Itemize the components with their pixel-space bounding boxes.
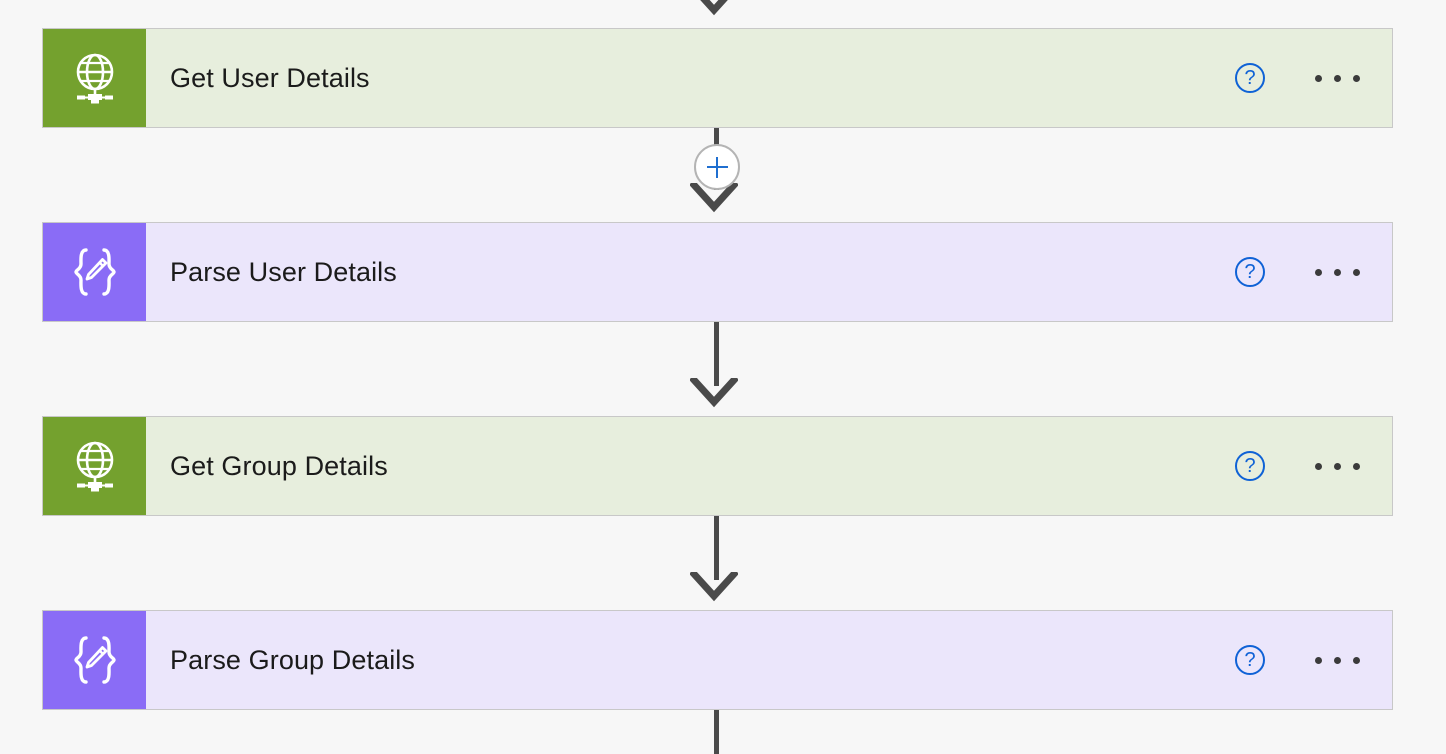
ellipsis-menu-icon[interactable] <box>1313 263 1362 282</box>
globe-http-icon <box>43 417 146 515</box>
connector-line <box>714 322 719 386</box>
plus-icon <box>715 156 719 178</box>
action-card-controls: ? <box>1235 29 1392 127</box>
ellipsis-dot <box>1315 268 1322 276</box>
ellipsis-menu-icon[interactable] <box>1313 69 1362 88</box>
ellipsis-menu-icon[interactable] <box>1313 457 1362 476</box>
ellipsis-dot <box>1334 656 1341 664</box>
help-question-icon[interactable]: ? <box>1235 451 1265 481</box>
action-card-title: Get Group Details <box>170 450 388 481</box>
parse-json-braces-pencil-icon <box>43 611 146 709</box>
parse-json-braces-pencil-icon <box>43 223 146 321</box>
ellipsis-dot <box>1353 268 1360 276</box>
ellipsis-dot <box>1315 656 1322 664</box>
help-question-icon[interactable]: ? <box>1235 63 1265 93</box>
action-card-parse-user-details[interactable]: Parse User Details ? <box>42 222 1393 322</box>
connector-line <box>714 516 719 580</box>
ellipsis-dot <box>1315 462 1322 470</box>
action-card-controls: ? <box>1235 223 1392 321</box>
action-card-get-group-details[interactable]: Get Group Details ? <box>42 416 1393 516</box>
add-step-button[interactable] <box>694 144 740 190</box>
connector-line <box>714 128 719 190</box>
ellipsis-dot <box>1315 74 1322 82</box>
ellipsis-dot <box>1353 74 1360 82</box>
action-card-parse-group-details[interactable]: Parse Group Details ? <box>42 610 1393 710</box>
ellipsis-dot <box>1353 656 1360 664</box>
action-card-title: Get User Details <box>170 62 370 93</box>
action-card-title: Parse Group Details <box>170 644 416 675</box>
help-question-icon[interactable]: ? <box>1235 257 1265 287</box>
ellipsis-dot <box>1334 268 1341 276</box>
action-card-controls: ? <box>1235 417 1392 515</box>
plus-icon <box>706 165 728 169</box>
ellipsis-dot <box>1334 462 1341 470</box>
connector-line <box>714 710 719 754</box>
action-card-controls: ? <box>1235 611 1392 709</box>
action-card-get-user-details[interactable]: Get User Details ? <box>42 28 1393 128</box>
ellipsis-dot <box>1334 74 1341 82</box>
ellipsis-dot <box>1353 462 1360 470</box>
ellipsis-menu-icon[interactable] <box>1313 651 1362 670</box>
globe-http-icon <box>43 29 146 127</box>
action-card-title: Parse User Details <box>170 256 397 287</box>
help-question-icon[interactable]: ? <box>1235 645 1265 675</box>
